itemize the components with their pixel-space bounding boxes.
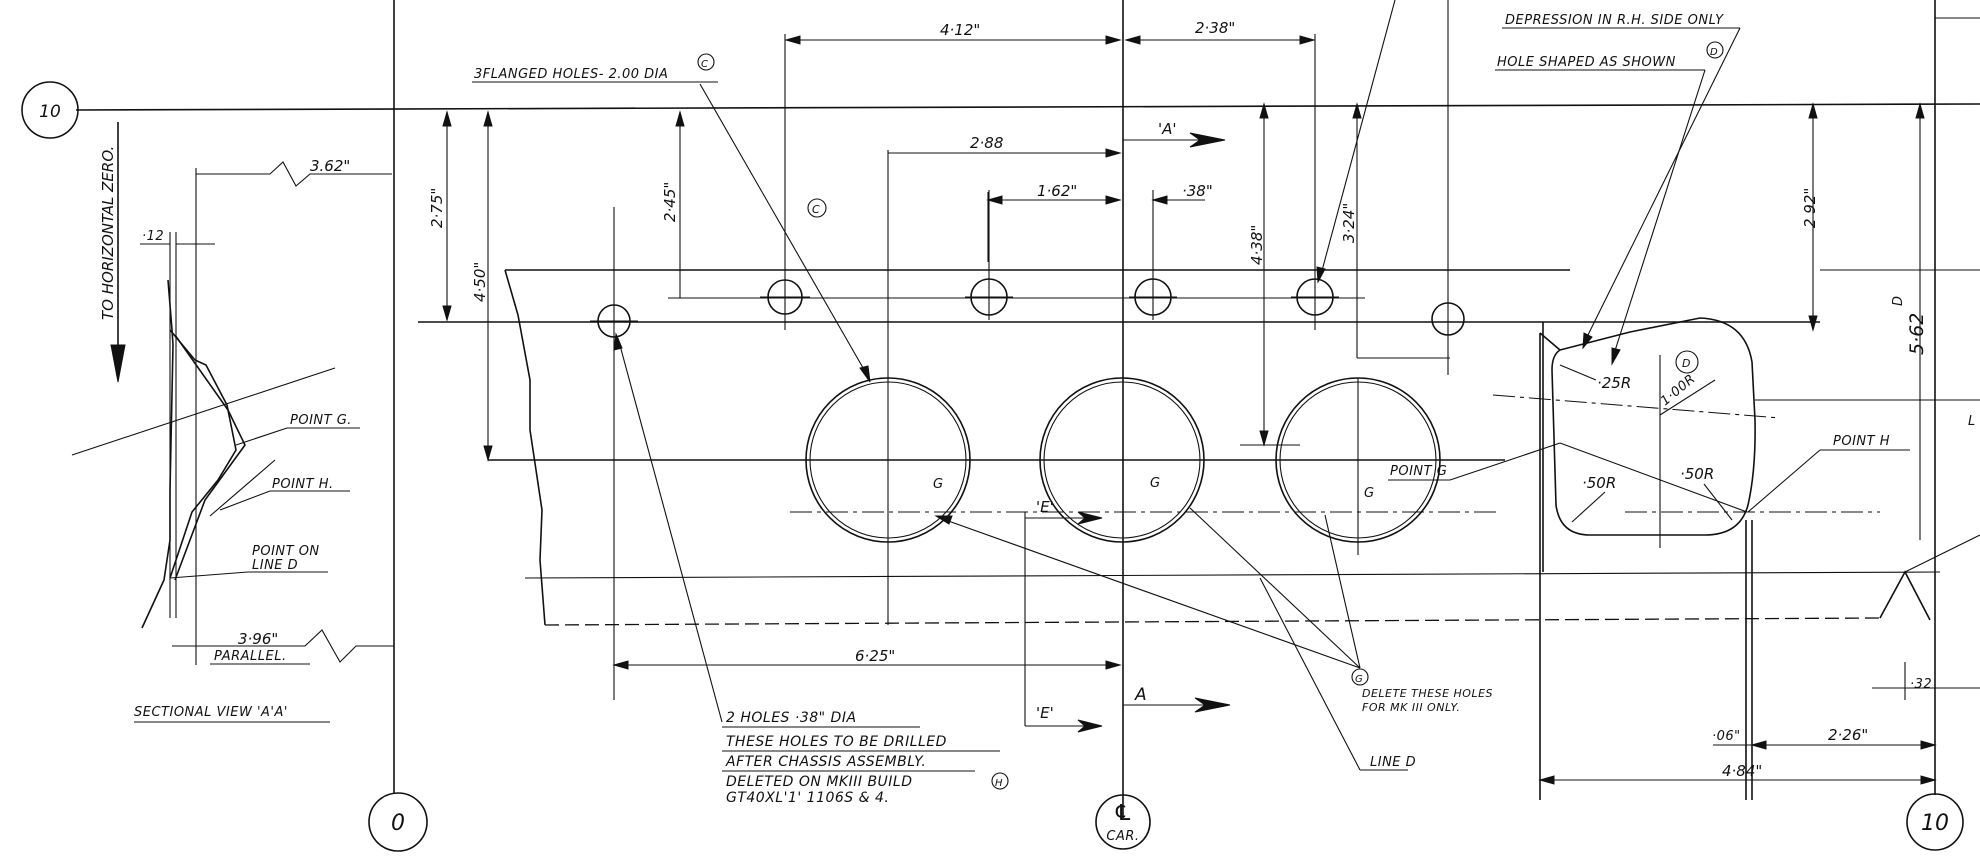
section-a-bottom: A [1134, 685, 1147, 705]
flanged-hole-3-g: G [1364, 486, 1375, 501]
sectional-caption: SECTIONAL VIEW 'A'A' [134, 705, 288, 720]
section-a-top: 'A' [1158, 120, 1177, 138]
mark-c-hole: C [812, 203, 820, 216]
note-holes-38-3: AFTER CHASSIS ASSEMBLY. [725, 754, 926, 770]
sectional-point-on-line-d-1: POINT ON [252, 544, 320, 559]
panel-outline [418, 269, 1980, 626]
mark-d-562: D [1891, 295, 1906, 306]
sectional-point-h: POINT H. [272, 477, 334, 492]
dim-162: 1·62" [1037, 182, 1077, 200]
bubble-label-10-right: 10 [1921, 811, 1949, 836]
small-hole-2 [760, 34, 810, 330]
dim-362: 3.62" [310, 157, 350, 175]
dim-288: 2·88 [970, 134, 1003, 152]
dim-245: 2·45" [661, 182, 679, 222]
mark-g-delete: G [1355, 674, 1363, 685]
dim-412: 4·12" [940, 21, 980, 39]
note-delete-1: DELETE THESE HOLES [1362, 687, 1493, 700]
note-holes-38-5: GT40XL'1' 1106S & 4. [726, 790, 889, 806]
small-hole-5 [1291, 34, 1339, 330]
bubble-label-10-left: 10 [39, 102, 61, 122]
dim-32: ·32 [1910, 677, 1932, 692]
dim-450: 4·50" [471, 262, 489, 302]
section-e-bottom: 'E' [1036, 704, 1054, 722]
bubble-label-cl: ℄ [1113, 801, 1133, 826]
horizontal-zero-label: TO HORIZONTAL ZERO. [99, 146, 117, 320]
note-depression: DEPRESSION IN R.H. SIDE ONLY [1505, 13, 1724, 28]
note-hole-shaped: HOLE SHAPED AS SHOWN [1497, 55, 1676, 70]
dim-238: 2·38" [1195, 19, 1235, 37]
reference-bubble-10-left: 10 [21, 81, 79, 139]
note-flanged-holes: 3FLANGED HOLES- 2.00 DIA [474, 67, 668, 82]
reference-lines [75, 0, 1980, 818]
parallel-label: PARALLEL. [214, 649, 287, 664]
shaped-hole [1539, 317, 1756, 800]
small-hole-1 [590, 207, 638, 700]
dim-625: 6·25" [855, 647, 895, 665]
sectional-point-on-line-d-2: LINE D [252, 558, 298, 573]
flanged-hole-2: G [1039, 377, 1205, 543]
note-point-h: POINT H [1833, 434, 1890, 449]
mark-d-shaped: D [1710, 47, 1718, 58]
mark-d-hole: D [1682, 357, 1691, 370]
flanged-hole-1-g: G [933, 477, 944, 492]
note-line-d: LINE D [1370, 755, 1416, 770]
dim-438: 4·38" [1248, 225, 1266, 265]
reference-bubble-0: 0 [368, 792, 428, 852]
reference-bubble-10-right: 10 [1906, 793, 1964, 851]
dim-38: ·38" [1182, 182, 1213, 200]
dim-484: 4·84" [1722, 762, 1762, 780]
dim-226: 2·26" [1828, 726, 1868, 744]
flanged-hole-2-g: G [1150, 476, 1161, 491]
small-holes [590, 0, 1465, 700]
note-point-g: POINT G [1390, 464, 1447, 479]
note-l-partial: L [1968, 414, 1976, 429]
small-hole-4 [1129, 190, 1177, 320]
section-e-top: 'E' [1036, 498, 1054, 516]
sectional-point-g: POINT G. [290, 413, 352, 428]
flanged-hole-3: G [1275, 377, 1441, 555]
note-delete-2: FOR MK III ONLY. [1362, 701, 1460, 714]
dim-50r-right: ·50R [1680, 465, 1714, 483]
dimensions: 4·12" 2·38" 2·88 1·62" ·38" 2·75" 4·50" … [428, 19, 1980, 785]
flanged-holes: G G G [805, 150, 1441, 625]
bubble-label-0: 0 [391, 811, 405, 836]
center-lines [668, 297, 1880, 513]
dim-324: 3·24" [1340, 203, 1358, 243]
dim-50r-left: ·50R [1582, 474, 1616, 492]
section-markers: 'A' A 'E' 'E' [1024, 120, 1231, 733]
small-hole-6 [1431, 0, 1465, 375]
dim-06: ·06" [1712, 729, 1741, 744]
dim-562: 5·62 [1906, 313, 1928, 355]
sectional-view-a-a: TO HORIZONTAL ZERO. 3.62" ·12 POINT G. P… [71, 122, 394, 723]
reference-bubble-centerline-car: ℄ CAR. [1095, 794, 1151, 850]
notes: 3FLANGED HOLES- 2.00 DIA C C DEPRESSION … [472, 0, 1976, 806]
dim-275: 2·75" [428, 188, 446, 228]
note-holes-38-1: 2 HOLES ·38" DIA [726, 710, 857, 726]
small-hole-3 [965, 190, 1013, 320]
mark-c-flanged: C [701, 59, 708, 70]
bubble-label-car: CAR. [1106, 829, 1139, 844]
dim-25r: ·25R [1597, 374, 1631, 392]
dim-292: 2 92" [1801, 188, 1819, 228]
note-holes-38-2: THESE HOLES TO BE DRILLED [726, 734, 947, 750]
mark-h: H [995, 778, 1003, 789]
dim-396: 3·96" [238, 630, 278, 648]
dim-12: ·12 [142, 229, 164, 244]
note-holes-38-4: DELETED ON MKIII BUILD [726, 774, 913, 790]
flanged-hole-1: G [805, 150, 971, 625]
